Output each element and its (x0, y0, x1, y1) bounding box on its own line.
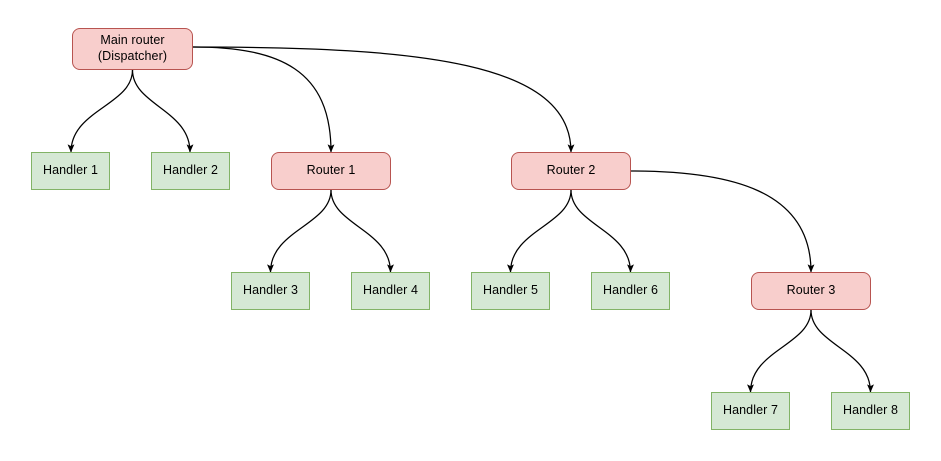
node-label-router-3: Router 3 (786, 283, 836, 298)
node-label-handler-1: Handler 1 (42, 163, 99, 178)
edge-router-2-to-handler-5 (507, 189, 572, 273)
node-label-handler-6: Handler 6 (602, 283, 659, 298)
node-label-handler-8: Handler 8 (842, 403, 899, 418)
node-label-handler-3: Handler 3 (242, 283, 299, 298)
node-handler-4[interactable]: Handler 4 (351, 272, 430, 310)
node-label-handler-5: Handler 5 (482, 283, 539, 298)
node-handler-1[interactable]: Handler 1 (31, 152, 110, 190)
node-label-router-2: Router 2 (546, 163, 596, 178)
node-label-handler-4: Handler 4 (362, 283, 419, 298)
node-main-router[interactable]: Main router (Dispatcher) (72, 28, 193, 70)
node-handler-3[interactable]: Handler 3 (231, 272, 310, 310)
edge-main-to-router-1 (192, 46, 335, 153)
node-label-handler-2: Handler 2 (162, 163, 219, 178)
edge-main-to-handler-2 (131, 69, 194, 153)
node-handler-8[interactable]: Handler 8 (831, 392, 910, 430)
edge-router-1-to-handler-3 (267, 189, 332, 273)
node-router-1[interactable]: Router 1 (271, 152, 391, 190)
edge-main-to-handler-1 (67, 69, 134, 153)
node-label-router-1: Router 1 (306, 163, 356, 178)
edge-router-1-to-handler-4 (330, 189, 394, 273)
node-router-3[interactable]: Router 3 (751, 272, 871, 310)
node-handler-5[interactable]: Handler 5 (471, 272, 550, 310)
edge-router-2-to-router-3 (630, 170, 815, 273)
node-label-main-router: Main router (Dispatcher) (97, 33, 168, 63)
node-label-handler-7: Handler 7 (722, 403, 779, 418)
edge-router-3-to-handler-8 (810, 309, 874, 393)
edge-router-3-to-handler-7 (747, 309, 812, 393)
edge-router-2-to-handler-6 (570, 189, 634, 273)
node-handler-6[interactable]: Handler 6 (591, 272, 670, 310)
edges-group (67, 46, 874, 393)
edge-main-to-router-2 (192, 46, 575, 153)
node-handler-2[interactable]: Handler 2 (151, 152, 230, 190)
node-handler-7[interactable]: Handler 7 (711, 392, 790, 430)
node-router-2[interactable]: Router 2 (511, 152, 631, 190)
